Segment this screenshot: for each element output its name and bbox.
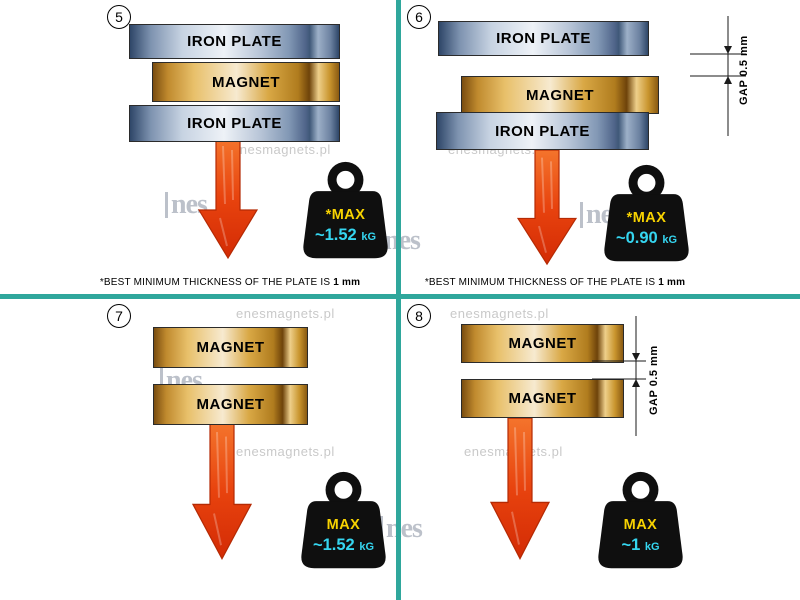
iron-plate-label: IRON PLATE — [495, 122, 590, 140]
magnet-block: MAGNET — [461, 76, 659, 114]
kettlebell-weight-icon: *MAX ~0.90 kG — [599, 163, 694, 265]
iron-plate: IRON PLATE — [129, 24, 340, 59]
weight-max-label: MAX — [623, 517, 658, 533]
gap-label: GAP 0.5 mm — [738, 35, 750, 105]
panel-number-badge: 7 — [107, 304, 131, 328]
weight-max-label: *MAX — [325, 207, 366, 223]
weight-text: MAX ~1 kG — [593, 517, 688, 554]
divider-vertical — [396, 0, 401, 600]
gap-dimension-annotation — [592, 316, 646, 436]
weight-value: ~1.52 — [314, 225, 357, 244]
divider-horizontal — [0, 294, 800, 299]
weight-text: *MAX ~1.52 kG — [298, 207, 393, 244]
iron-plate: IRON PLATE — [436, 112, 649, 150]
kettlebell-weight-icon: MAX ~1 kG — [593, 470, 688, 572]
iron-plate: IRON PLATE — [129, 105, 340, 142]
down-arrow-icon — [197, 138, 259, 260]
iron-plate-label: IRON PLATE — [496, 30, 591, 47]
kettlebell-weight-icon: *MAX ~1.52 kG — [298, 160, 393, 262]
weight-text: *MAX ~0.90 kG — [599, 210, 694, 247]
footnote: *BEST MINIMUM THICKNESS OF THE PLATE IS … — [60, 277, 400, 288]
weight-unit: kG — [359, 540, 375, 553]
kettlebell-shape — [598, 471, 683, 569]
weight-max-label: *MAX — [626, 210, 667, 226]
kettlebell-weight-icon: MAX ~1.52 kG — [296, 470, 391, 572]
magnet-block: MAGNET — [461, 324, 624, 363]
magnet-block: MAGNET — [152, 62, 340, 102]
kettlebell-shape — [301, 471, 386, 569]
iron-plate-label: IRON PLATE — [187, 115, 282, 132]
magnet-label: MAGNET — [526, 86, 594, 104]
footnote-bold: 1 mm — [333, 277, 361, 288]
magnet-label: MAGNET — [508, 335, 577, 352]
down-arrow-icon — [516, 150, 578, 266]
kettlebell-shape — [604, 164, 689, 262]
weight-max-label: MAX — [326, 517, 361, 533]
weight-unit: kG — [361, 230, 377, 243]
panel-number: 5 — [115, 9, 123, 25]
magnet-block: MAGNET — [153, 384, 308, 425]
iron-plate: IRON PLATE — [438, 21, 649, 56]
kettlebell-shape — [303, 161, 388, 259]
magnet-label: MAGNET — [196, 396, 265, 413]
magnet-label: MAGNET — [508, 390, 577, 407]
gap-dimension-annotation — [690, 16, 746, 136]
footnote-text: *BEST MINIMUM THICKNESS OF THE PLATE IS — [424, 277, 656, 288]
watermark-url: enesmagnets.pl — [450, 306, 549, 321]
panel-number: 7 — [115, 308, 123, 324]
magnet-block: MAGNET — [461, 379, 624, 418]
watermark-url: enesmagnets.pl — [232, 142, 331, 157]
panel-number: 8 — [415, 308, 423, 324]
watermark-url: enesmagnets.pl — [236, 306, 335, 321]
panel-number-badge: 6 — [407, 5, 431, 29]
gap-label: GAP 0.5 mm — [648, 345, 660, 415]
panel-number-badge: 8 — [407, 304, 431, 328]
watermark-url: enesmagnets.pl — [236, 444, 335, 459]
weight-unit: kG — [644, 540, 660, 553]
down-arrow-icon — [191, 423, 253, 561]
footnote: *BEST MINIMUM THICKNESS OF THE PLATE IS … — [410, 277, 700, 288]
footnote-bold: 1 mm — [658, 277, 686, 288]
weight-value: ~1.52 — [312, 535, 355, 554]
iron-plate-label: IRON PLATE — [187, 33, 282, 50]
panel-number: 6 — [415, 9, 423, 25]
weight-unit: kG — [662, 233, 678, 246]
weight-text: MAX ~1.52 kG — [296, 517, 391, 554]
magnet-label: MAGNET — [196, 339, 265, 356]
down-arrow-icon — [489, 418, 551, 561]
footnote-text: *BEST MINIMUM THICKNESS OF THE PLATE IS — [99, 277, 331, 288]
weight-value: ~1 — [621, 535, 641, 554]
weight-value: ~0.90 — [615, 228, 658, 247]
panel-number-badge: 5 — [107, 5, 131, 29]
magnet-label: MAGNET — [212, 73, 280, 91]
magnet-block: MAGNET — [153, 327, 308, 368]
